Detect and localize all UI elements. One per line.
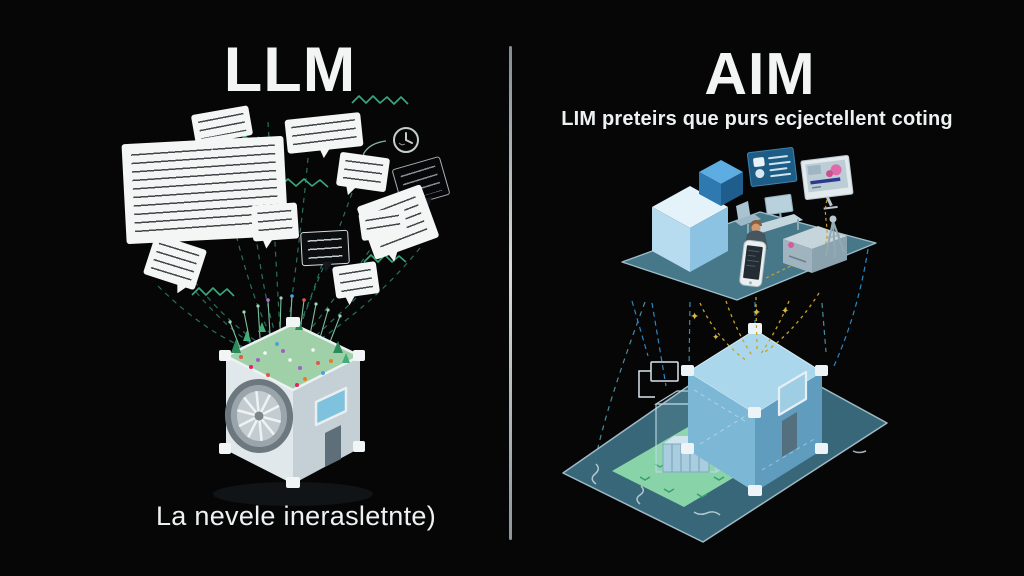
box-door (325, 425, 341, 467)
cube-building (681, 323, 828, 496)
scribble-text (257, 207, 293, 237)
corner-caps (219, 317, 365, 488)
platform-squiggles (591, 450, 867, 516)
svg-text:✦: ✦ (712, 333, 720, 343)
sprout-tips (228, 294, 342, 324)
scribble-text (150, 240, 200, 284)
cube-corner-caps (681, 323, 828, 496)
garden-trees (231, 319, 350, 363)
tripod (825, 215, 845, 258)
svg-text:✦: ✦ (781, 306, 789, 317)
dashed-blue-lines (593, 248, 869, 467)
workstation (734, 193, 803, 242)
svg-text:✦: ✦ (690, 310, 699, 323)
building-door (782, 412, 797, 457)
clock-doodle-icon (390, 124, 422, 156)
scribble-text (364, 212, 402, 236)
monitor-yellow-dash (824, 199, 828, 247)
left-panel-caption: La nevele inerasletnte) (155, 501, 437, 531)
speech-bubble (335, 151, 391, 193)
blue-cube (699, 160, 743, 206)
fan-icon (224, 379, 294, 453)
wireframe-duct (638, 361, 679, 398)
light-cube (652, 186, 728, 272)
speech-bubble-terminal (300, 229, 350, 267)
box-window (314, 386, 348, 427)
dashed-yellow-arcs (699, 292, 820, 362)
server-box (213, 317, 373, 506)
panel-divider (509, 46, 512, 540)
platform-yellow-dash (765, 257, 807, 279)
monitor (800, 154, 854, 210)
scribble-text (197, 111, 247, 139)
svg-text:✦: ✦ (752, 306, 761, 319)
garden-sprouts (229, 295, 341, 349)
building-window (777, 370, 808, 417)
right-panel-subtitle: LIM preteirs que purs ecjectellent cotin… (561, 108, 953, 130)
llm-illustration (127, 95, 421, 506)
garden-flowers (239, 342, 333, 387)
cube-left-face (688, 372, 755, 492)
speech-bubble (250, 202, 300, 242)
scribble-text (338, 266, 374, 294)
scribble-text (307, 236, 343, 260)
smartphone (739, 239, 767, 288)
aim-illustration: ✦ ✦ ✦ ✦ (562, 147, 888, 543)
info-panel (746, 147, 798, 187)
right-panel-title: AIM (704, 41, 816, 107)
scribble-text (290, 117, 358, 149)
scribble-text (342, 157, 384, 187)
star-sparkles: ✦ ✦ ✦ ✦ (690, 306, 789, 343)
left-panel-title: LLM (223, 35, 357, 105)
speech-bubble (331, 261, 381, 299)
